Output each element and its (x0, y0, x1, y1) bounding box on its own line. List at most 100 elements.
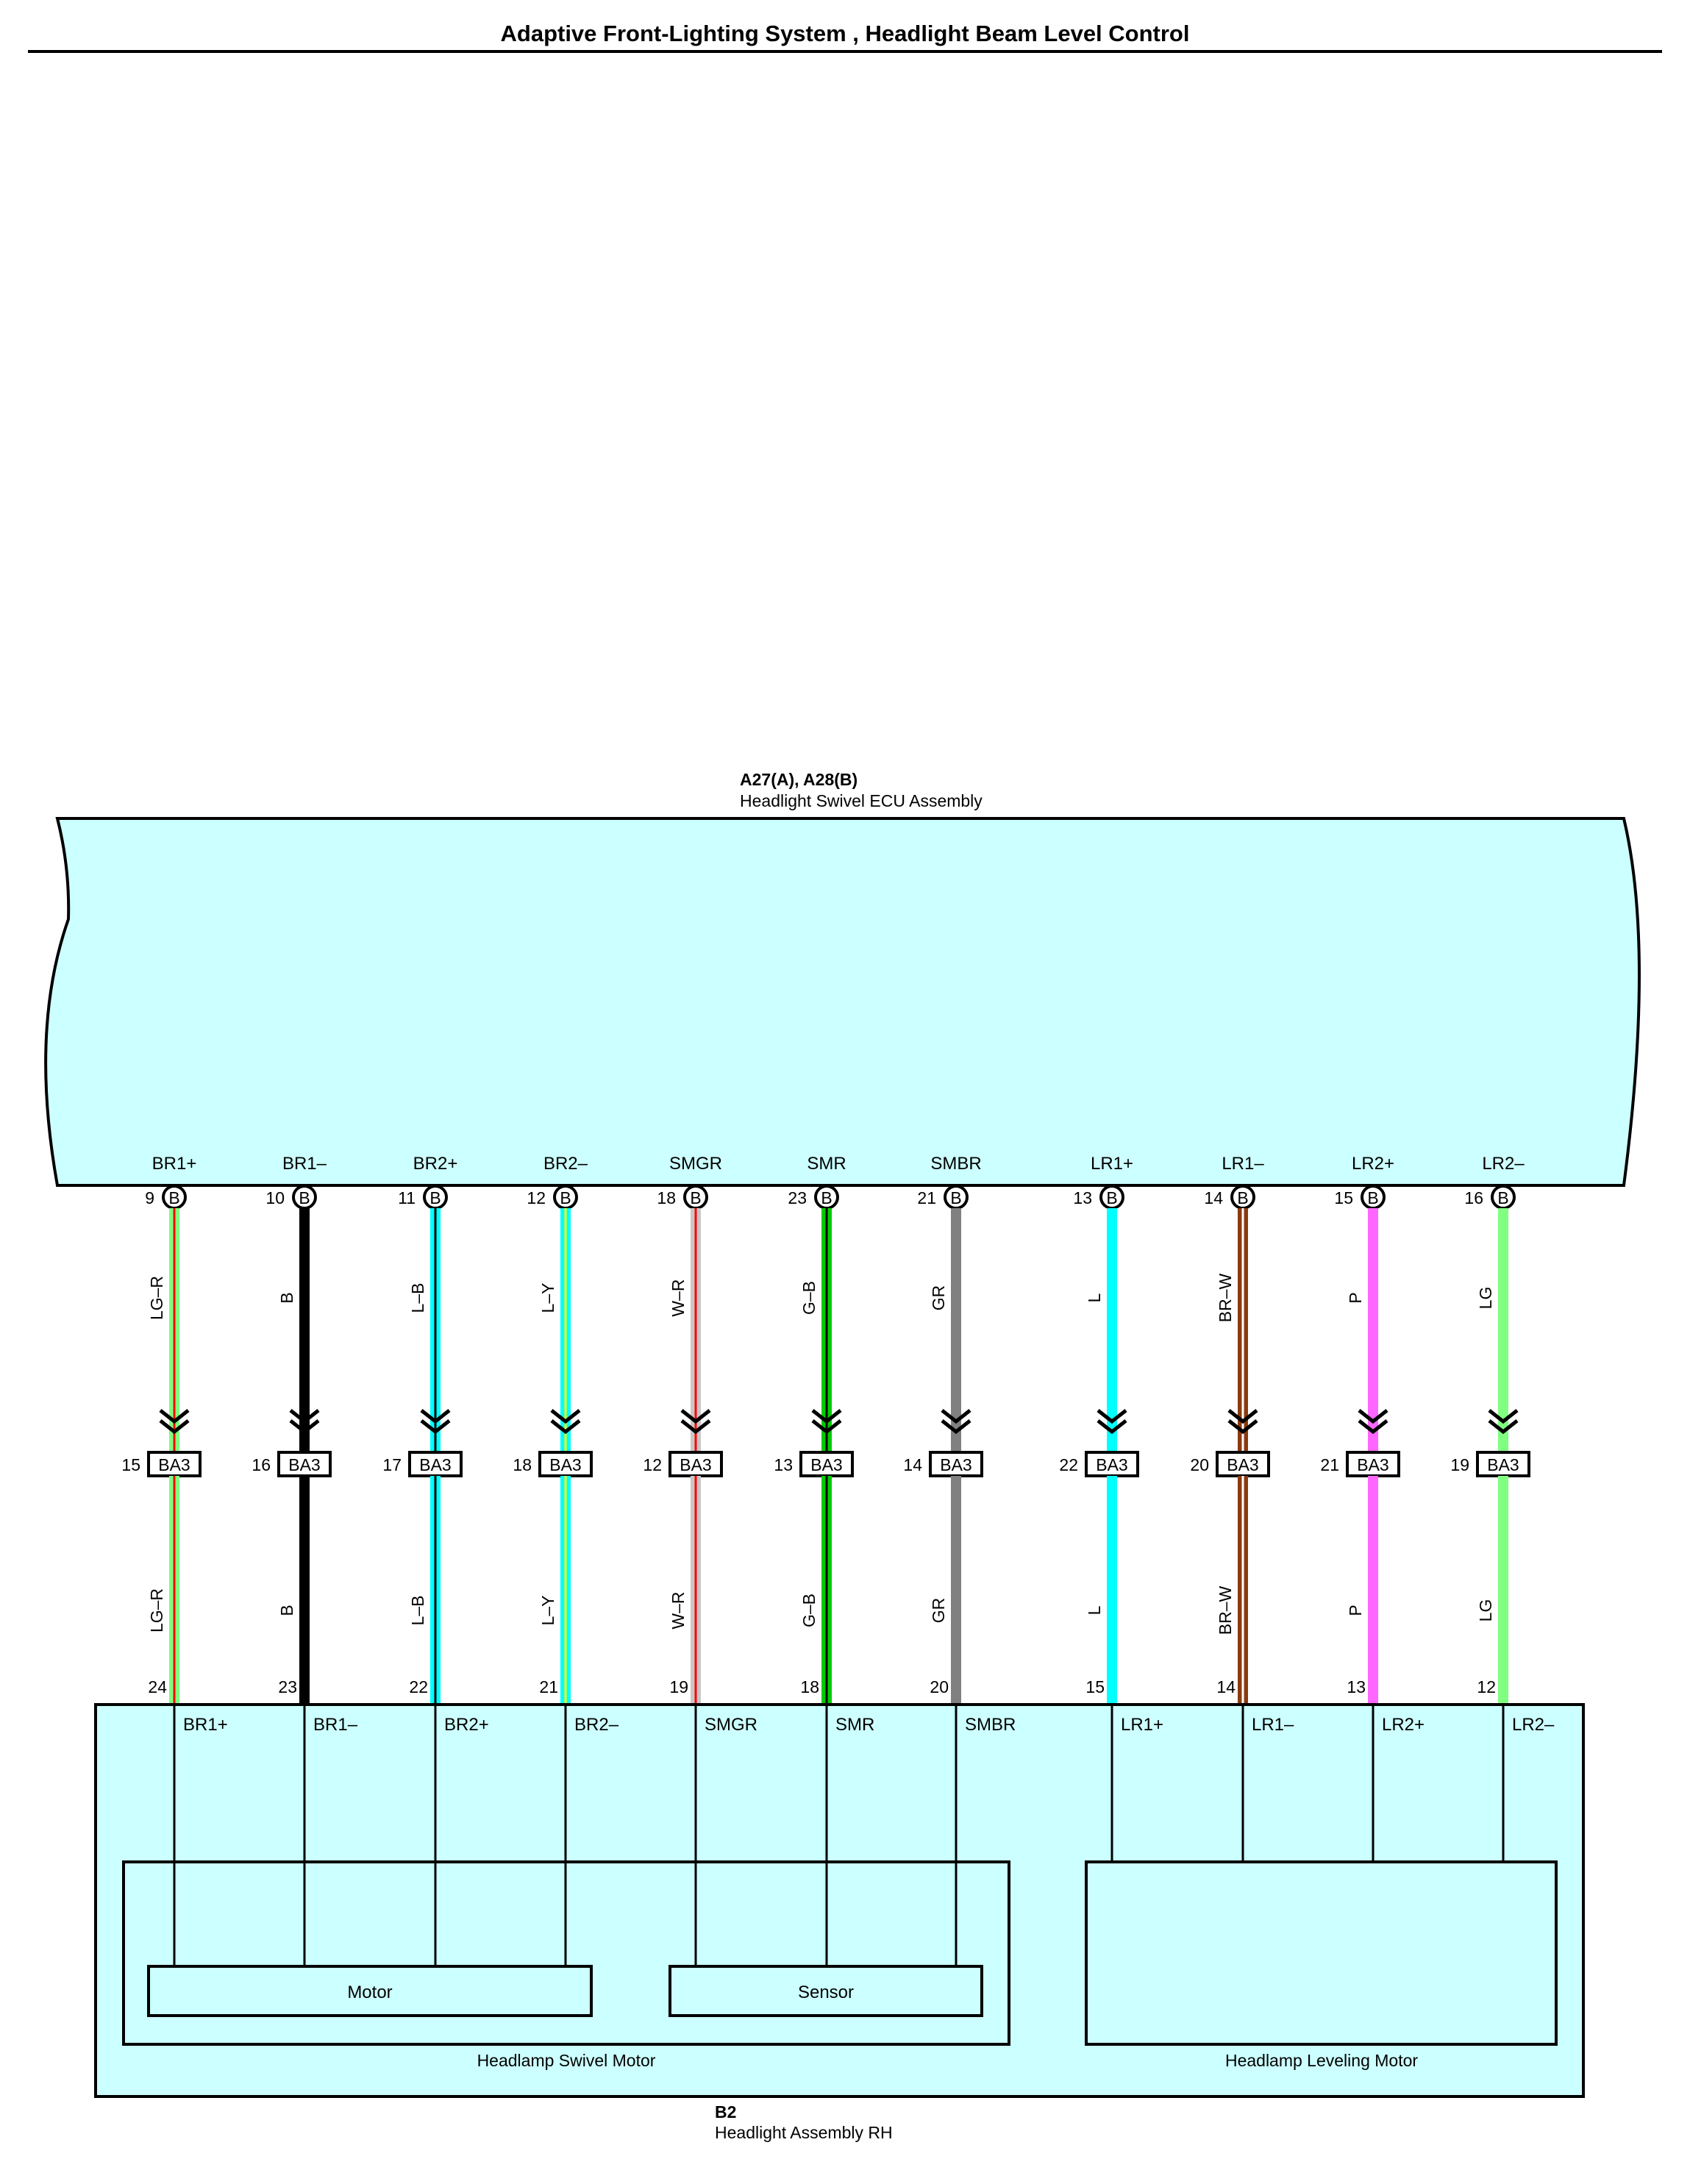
ecu-terminal-8: LR1– (1222, 1154, 1264, 1174)
junction-arrow-a-7 (1097, 1409, 1127, 1424)
junction-arrow-a-9 (1358, 1409, 1388, 1424)
wire-upper-1 (299, 1208, 310, 1457)
junction-arrow-a-2 (420, 1409, 451, 1424)
ecu-pin-0: 9 (145, 1188, 154, 1207)
wire-upper-10 (1498, 1208, 1508, 1457)
junction-pin-10: 19 (1450, 1455, 1469, 1474)
wire-code-upper-3: L–Y (538, 1283, 557, 1313)
ecu-terminal-1: BR1– (282, 1154, 327, 1174)
junction-code-6: BA3 (940, 1455, 971, 1474)
junction-code-3: BA3 (549, 1455, 581, 1474)
headlight-terminal-10: LR2– (1512, 1715, 1555, 1735)
wire-stripe-upper-2 (434, 1208, 437, 1457)
ecu-pin-6: 21 (917, 1188, 936, 1207)
wire-lower-1 (299, 1476, 310, 1703)
junction-code-10: BA3 (1487, 1455, 1519, 1474)
ecu-pin-8: 14 (1204, 1188, 1223, 1207)
junction-arrow-a-5 (811, 1409, 842, 1424)
ecu-pin-5: 23 (788, 1188, 807, 1207)
ecu-terminal-2: BR2+ (413, 1154, 458, 1174)
ecu-pin-1: 10 (265, 1188, 285, 1207)
wire-code-upper-4: W–R (668, 1279, 688, 1316)
headlight-terminal-9: LR2+ (1382, 1715, 1425, 1735)
headlight-pin-9: 13 (1347, 1677, 1366, 1696)
ecu-pin-7: 13 (1073, 1188, 1092, 1207)
swivel-motor-name: Headlamp Swivel Motor (477, 2051, 656, 2070)
wire-stripe-lower-3 (564, 1476, 567, 1703)
junction-code-8: BA3 (1227, 1455, 1258, 1474)
junction-arrow-a-6 (941, 1409, 971, 1424)
wire-code-lower-2: L–B (408, 1596, 427, 1626)
ecu-pin-3: 12 (527, 1188, 546, 1207)
junction-arrow-b-2 (420, 1419, 451, 1435)
wire-stripe-lower-5 (825, 1476, 828, 1703)
wire-upper-9 (1368, 1208, 1378, 1457)
headlight-pin-8: 14 (1216, 1677, 1236, 1696)
wire-stripe-upper-0 (173, 1208, 176, 1457)
junction-box-1 (277, 1451, 332, 1477)
junction-arrow-a-8 (1227, 1409, 1258, 1424)
junction-arrow-b-3 (550, 1419, 581, 1435)
wire-stripe-lower-8 (1241, 1476, 1244, 1703)
wire-code-upper-9: P (1346, 1292, 1365, 1303)
headlight-pin-3: 21 (539, 1677, 558, 1696)
junction-arrow-b-5 (811, 1419, 842, 1435)
headlight-pin-5: 18 (800, 1677, 819, 1696)
wire-code-lower-0: LG–R (147, 1588, 166, 1632)
connector-letter-2: B (429, 1188, 441, 1207)
junction-box-6 (929, 1451, 983, 1477)
junction-arrow-b-8 (1227, 1419, 1258, 1435)
wire-code-upper-1: B (277, 1292, 296, 1303)
junction-pin-2: 17 (382, 1455, 402, 1474)
ecu-pin-2: 11 (398, 1188, 416, 1207)
headlight-pin-0: 24 (148, 1677, 167, 1696)
ecu-terminal-7: LR1+ (1091, 1154, 1133, 1174)
wire-code-lower-6: GR (929, 1598, 948, 1624)
junction-pin-6: 14 (903, 1455, 922, 1474)
wire-code-upper-8: BR–W (1216, 1273, 1235, 1322)
connector-letter-3: B (560, 1188, 571, 1207)
wire-code-upper-7: L (1085, 1293, 1104, 1302)
wire-code-lower-4: W–R (668, 1591, 688, 1629)
junction-arrow-b-1 (289, 1419, 320, 1435)
connector-letter-1: B (299, 1188, 310, 1207)
ecu-code: A27(A), A28(B) (740, 770, 858, 789)
headlight-pin-4: 19 (669, 1677, 688, 1696)
headlight-terminal-2: BR2+ (444, 1715, 489, 1735)
ecu-terminal-9: LR2+ (1352, 1154, 1394, 1174)
junction-arrow-b-10 (1488, 1419, 1519, 1435)
junction-pin-3: 18 (513, 1455, 532, 1474)
headlight-name: Headlight Assembly RH (715, 2123, 893, 2142)
junction-code-2: BA3 (419, 1455, 451, 1474)
junction-code-5: BA3 (810, 1455, 842, 1474)
ecu-terminal-6: SMBR (930, 1154, 981, 1174)
junction-arrow-a-4 (680, 1409, 711, 1424)
connector-letter-7: B (1106, 1188, 1117, 1207)
title-rule (28, 50, 1662, 53)
junction-arrow-b-6 (941, 1419, 971, 1435)
ecu-terminal-0: BR1+ (152, 1154, 197, 1174)
wire-stripe-upper-5 (825, 1208, 828, 1457)
ecu-pin-10: 16 (1464, 1188, 1483, 1207)
ecu-terminal-5: SMR (807, 1154, 846, 1174)
headlight-terminal-1: BR1– (313, 1715, 358, 1735)
junction-code-1: BA3 (288, 1455, 320, 1474)
junction-box-2 (408, 1451, 463, 1477)
junction-pin-7: 22 (1059, 1455, 1078, 1474)
ecu-pin-9: 15 (1334, 1188, 1353, 1207)
wire-lower-6 (951, 1476, 961, 1703)
leveling-motor-box (1085, 1860, 1558, 2046)
junction-arrow-b-4 (680, 1419, 711, 1435)
ecu-terminal-4: SMGR (669, 1154, 722, 1174)
wire-code-upper-2: L–B (408, 1283, 427, 1313)
junction-code-7: BA3 (1096, 1455, 1127, 1474)
wire-stripe-lower-0 (173, 1476, 176, 1703)
wire-lower-9 (1368, 1476, 1378, 1703)
leveling-motor-name: Headlamp Leveling Motor (1225, 2051, 1418, 2070)
junction-pin-9: 21 (1320, 1455, 1339, 1474)
junction-pin-5: 13 (774, 1455, 793, 1474)
wire-lower-10 (1498, 1476, 1508, 1703)
headlight-terminal-8: LR1– (1252, 1715, 1294, 1735)
headlight-pin-6: 20 (930, 1677, 949, 1696)
headlight-pin-2: 22 (409, 1677, 428, 1696)
